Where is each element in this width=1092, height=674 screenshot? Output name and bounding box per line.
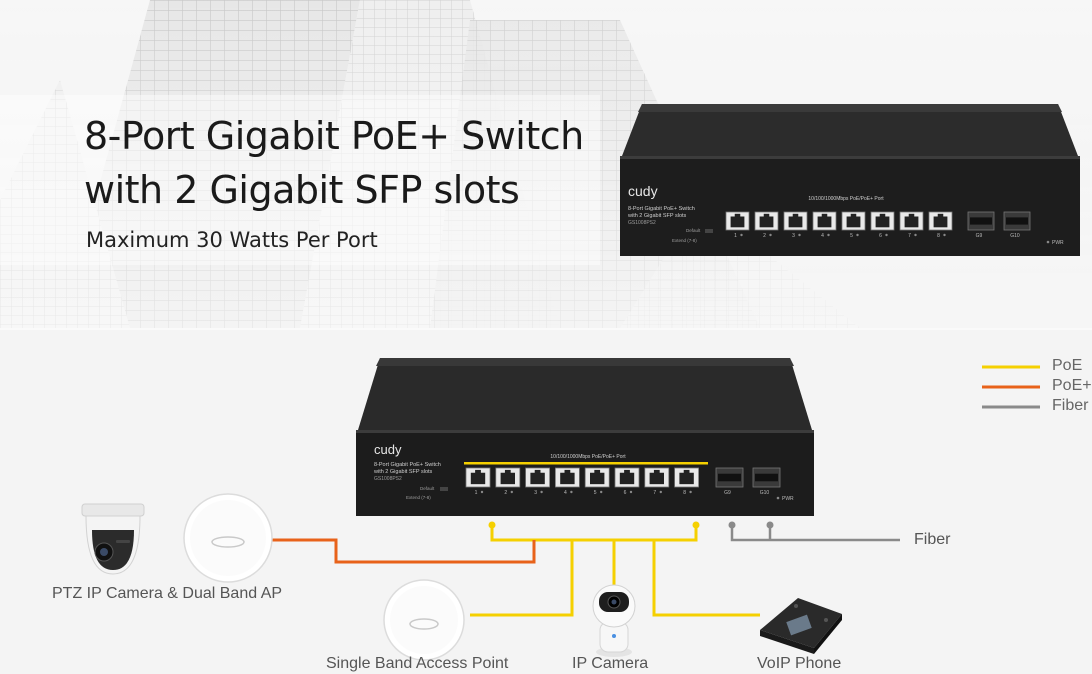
diagram-switch-top [358,358,812,430]
diagram-port-header: 10/100/1000Mbps PoE/PoE+ Port [550,454,626,460]
hero-subtitle: Maximum 30 Watts Per Port [86,228,378,252]
port-label-3: 3 [534,490,537,496]
rj45-port-2: 2 [754,211,779,239]
sfp-label-g10: G10 [1010,233,1020,239]
single-band-ap-icon [383,579,465,661]
rj45-port-1: 1 [725,211,750,239]
port-label-1: 1 [734,233,737,239]
sfp-label-g9: G9 [724,490,731,496]
rj45-port-3: 3 [525,467,550,496]
switch-port-header: 10/100/1000Mbps PoE/PoE+ Port [808,196,884,202]
sfp-label-g10: G10 [760,490,770,496]
port-label-7: 7 [908,233,911,239]
switch-model-desc-1: 8-Port Gigabit PoE+ Switch [628,206,695,212]
legend-label-poe-plus: PoE+ [1052,377,1092,394]
hero-banner: 8-Port Gigabit PoE+ Switch with 2 Gigabi… [0,0,1092,328]
legend-label-fiber: Fiber [1052,397,1089,414]
sfp-slot-g10: G10 [752,467,781,496]
rj45-port-3: 3 [783,211,808,239]
rj45-port-7: 7 [644,467,670,496]
hero-title-line-2: with 2 Gigabit SFP slots [84,168,520,212]
poe-line-access-point [470,540,574,617]
port-label-8: 8 [683,490,686,496]
rj45-port-8: 8 [928,211,953,239]
poe-plus-line [270,538,536,564]
pwr-label: PWR [1052,240,1064,246]
port-label-5: 5 [850,233,853,239]
rj45-port-5: 5 [584,467,610,496]
port-label-4: 4 [821,233,824,239]
legend-label-poe: PoE [1052,357,1083,374]
ptz-camera-icon [81,503,145,575]
switch-brand-logo: cudy [628,183,658,199]
ip-camera-icon [592,584,636,657]
port-label-8: 8 [937,233,940,239]
switch-model-desc-2: with 2 Gigabit SFP slots [627,213,687,219]
sfp-slot-g10: G10 [1003,211,1031,239]
sfp-label-g9: G9 [976,233,983,239]
port-label-2: 2 [504,490,507,496]
poe-ports-highlight [464,462,708,465]
voip-phone-label: VoIP Phone [757,655,842,672]
switch-product-image: cudy 8-Port Gigabit PoE+ Switch with 2 G… [620,104,1080,256]
rj45-port-7: 7 [899,211,924,239]
section-divider [0,328,1092,330]
rj45-port-4: 4 [555,467,580,496]
diagram-model-desc-1: 8-Port Gigabit PoE+ Switch [374,462,441,468]
port-label-5: 5 [594,490,597,496]
poe-line-voip [652,540,760,617]
diagram-model-desc-2: with 2 Gigabit SFP slots [373,469,433,475]
fiber-line [730,528,900,542]
port-label-6: 6 [879,233,882,239]
rj45-port-6: 6 [870,211,895,239]
hero-title-line-1: 8-Port Gigabit PoE+ Switch [84,114,584,158]
switch-default-label: Default [686,228,701,233]
sfp-slot-g9: G9 [967,211,995,239]
voip-phone-icon [760,598,842,654]
diagram-switch: cudy 8-Port Gigabit PoE+ Switch with 2 G… [356,358,814,516]
topology-diagram: cudy 8-Port Gigabit PoE+ Switch with 2 G… [0,330,1092,674]
rj45-port-8: 8 [674,467,699,496]
port-label-7: 7 [653,490,656,496]
diagram-model-number: GS1008PS2 [374,476,402,482]
diagram-extend-label: Extend (7-8) [406,495,431,500]
switch-top-panel [622,104,1078,156]
switch-front-panel [620,156,1080,256]
poe-bus-line [490,528,698,542]
pwr-led [1046,240,1050,244]
port-label-2: 2 [763,233,766,239]
single-band-ap-label: Single Band Access Point [326,655,509,672]
fiber-label: Fiber [914,531,951,548]
rj45-port-2: 2 [495,467,521,496]
topology-svg: cudy 8-Port Gigabit PoE+ Switch with 2 G… [81,358,1040,661]
rj45-port-5: 5 [841,211,866,239]
port-label-3: 3 [792,233,795,239]
rj45-port-4: 4 [812,211,837,239]
sfp-slot-g9: G9 [715,467,744,496]
dual-band-ap-icon [183,493,273,583]
ptz-camera-label: PTZ IP Camera & Dual Band AP [52,585,283,602]
switch-extend-label: Extend (7-8) [672,238,697,243]
port-label-1: 1 [475,490,478,496]
switch-model-number: GS1008PS2 [628,220,656,226]
diagram-pwr-label: PWR [782,496,794,502]
ip-camera-label: IP Camera [572,655,649,672]
diagram-default-label: Default [420,486,435,491]
rj45-port-1: 1 [465,467,491,496]
diagram-brand-logo: cudy [374,442,402,457]
rj45-port-6: 6 [614,467,640,496]
port-label-6: 6 [624,490,627,496]
mode-switch-toggle [705,229,713,233]
port-label-4: 4 [564,490,567,496]
